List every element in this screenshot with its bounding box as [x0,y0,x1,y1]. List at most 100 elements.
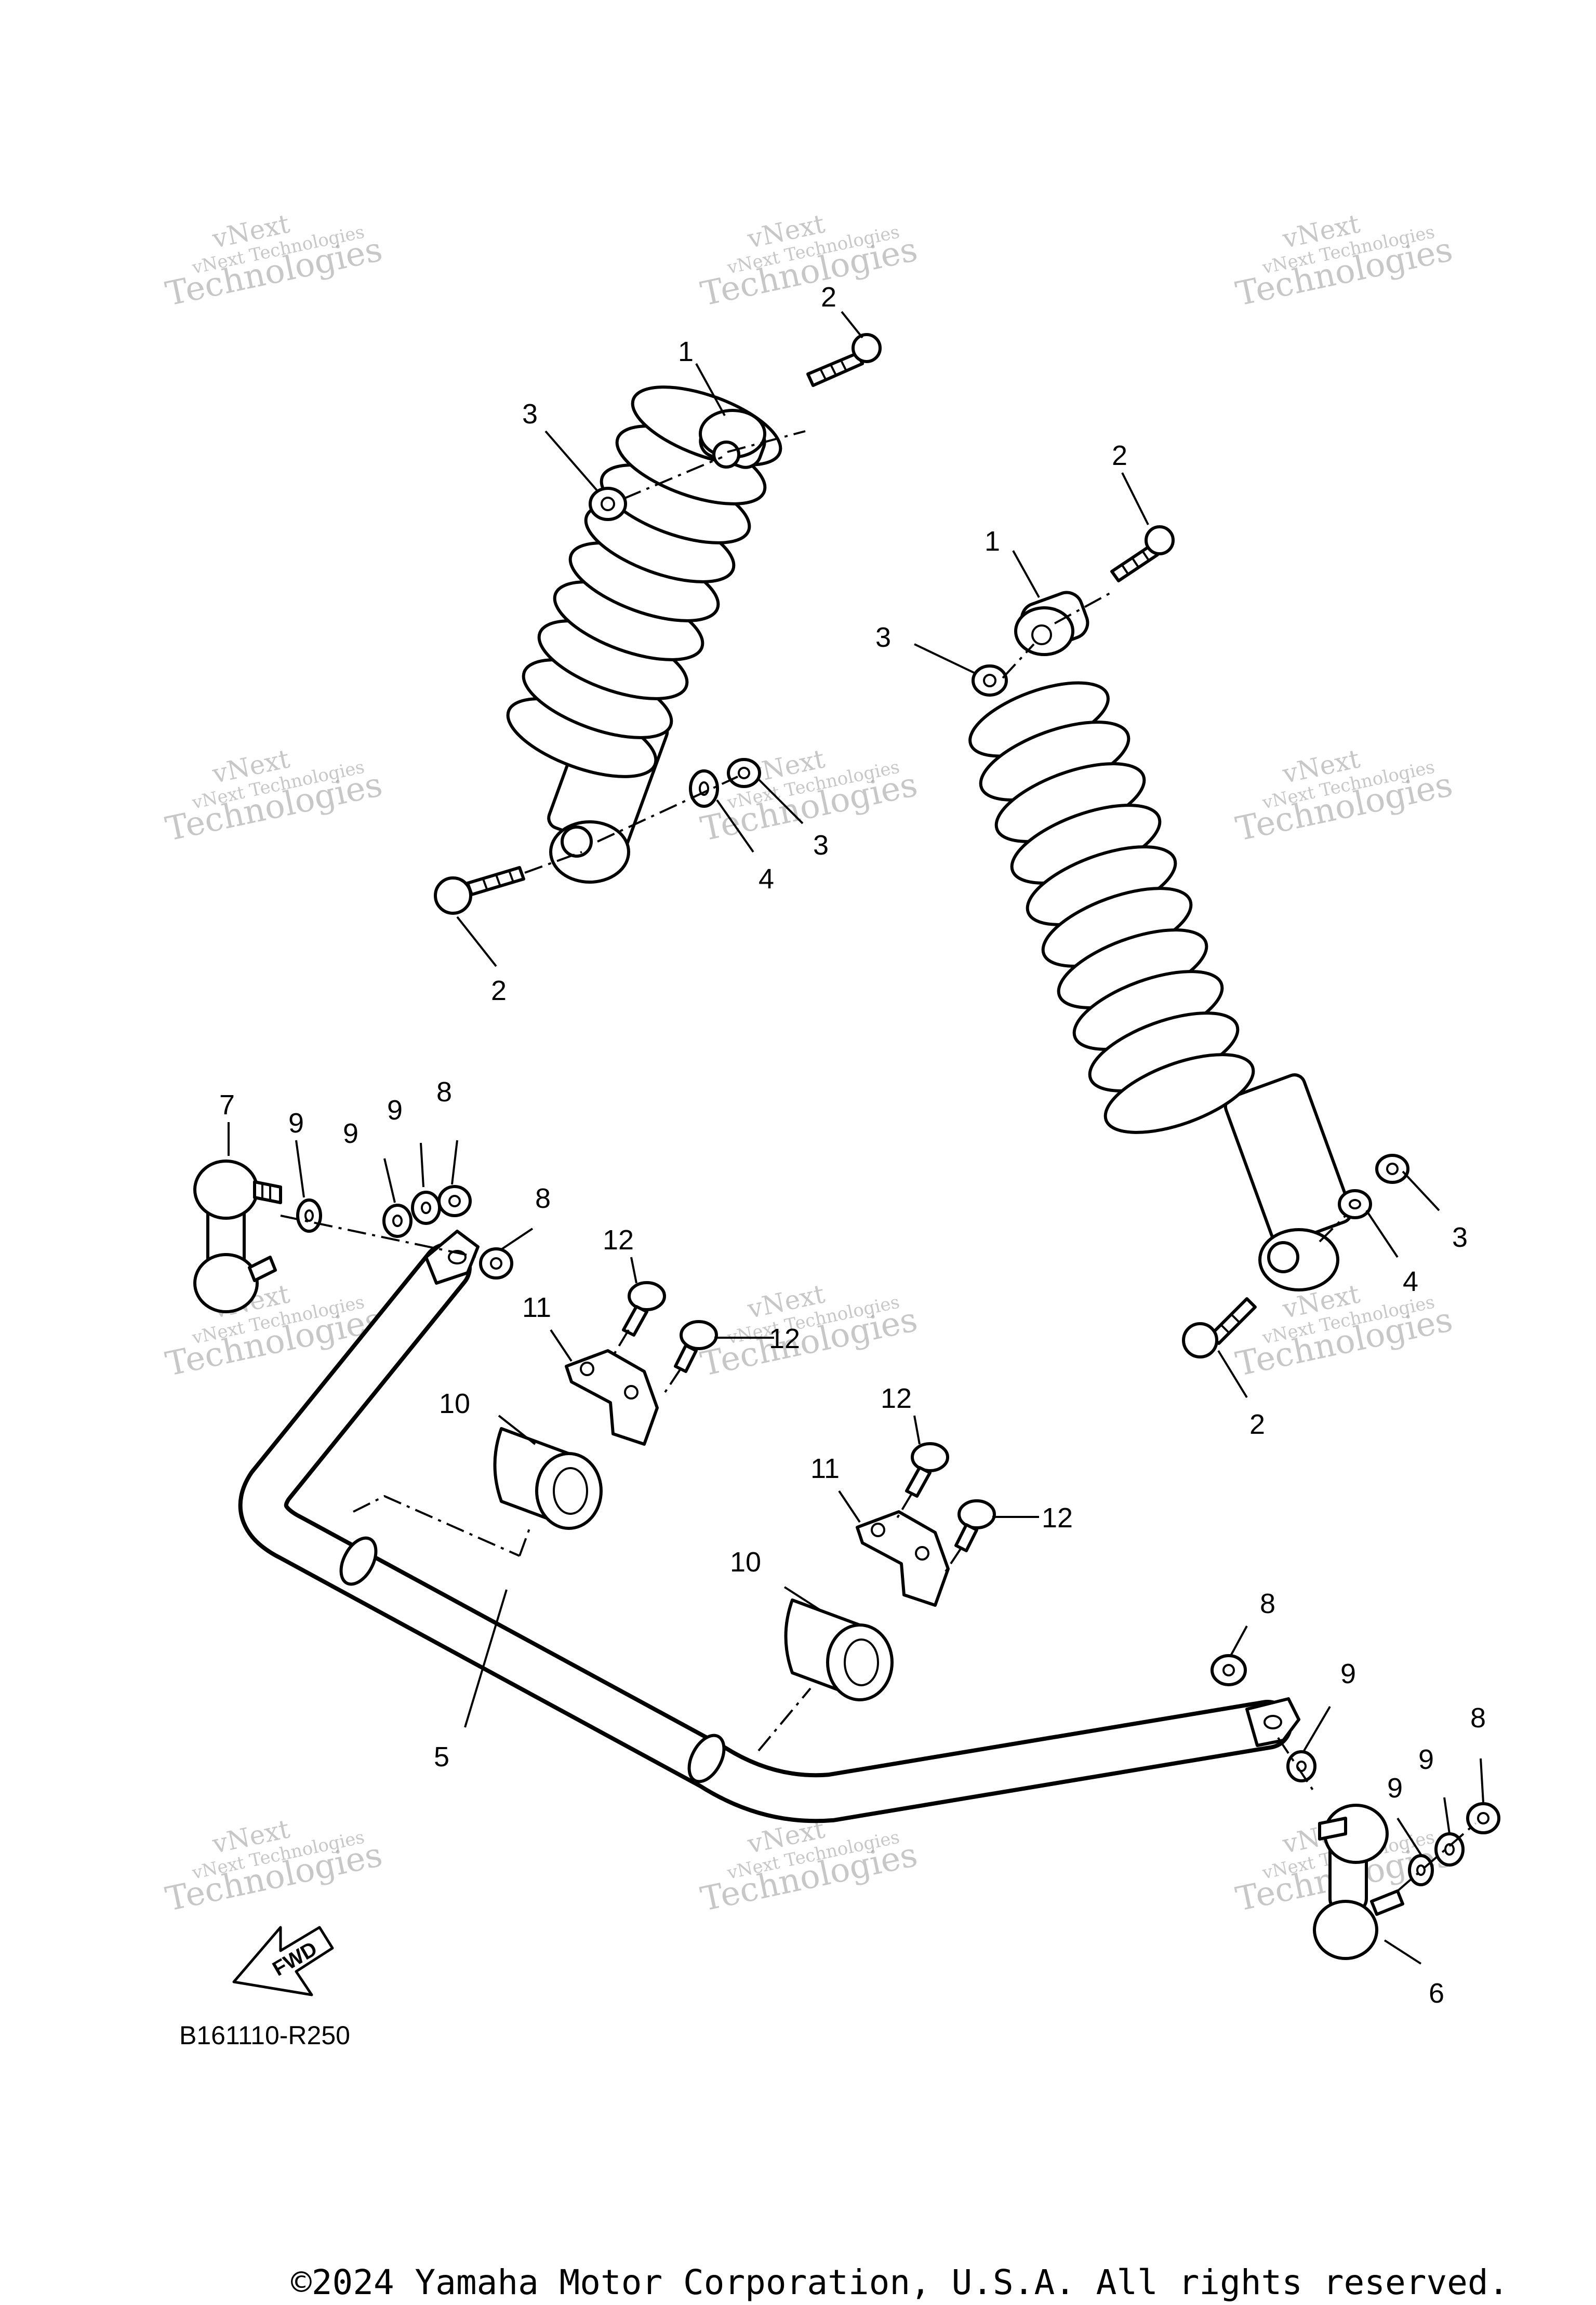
callout-2: 2 [821,282,836,313]
callout-1: 1 [985,526,1000,557]
axis-line [1002,643,1035,679]
callout-12: 12 [881,1383,912,1414]
shock-spring-left [506,385,782,778]
callout-10: 10 [439,1388,470,1419]
washer-9-left-1 [296,1198,322,1233]
watermark: vNext vNext Technologies Technologies [162,743,385,849]
watermark: vNext vNext Technologies Technologies [162,1814,385,1919]
axis-line [1054,591,1112,624]
callout-4: 4 [759,863,774,895]
callout-6: 6 [1429,1978,1444,2009]
axis-line [1396,1822,1477,1892]
nut-top-right [972,664,1008,697]
bolt-bracket-2 [674,1320,718,1373]
callout-3: 3 [875,622,891,653]
shock-absorber-right [968,591,1353,1291]
shock-top-eye-left [699,409,766,469]
axis-line [757,1687,812,1752]
shock-spring-right [968,681,1255,1134]
fwd-arrow-icon: FWD [232,1926,334,1996]
callout-4: 4 [1403,1266,1418,1297]
callout-8: 8 [1260,1588,1275,1619]
axis-line [664,1368,682,1393]
washer-9-left-3 [411,1191,441,1225]
callout-11: 11 [522,1292,551,1323]
callout-11: 11 [810,1453,840,1484]
diagram-code: B161110-R250 [179,2021,350,2050]
callout-9: 9 [1418,1744,1434,1775]
nut-bottom-left [727,758,761,788]
nut-8-left-1 [437,1185,472,1217]
axis-line [597,776,738,843]
callout-3: 3 [522,398,538,430]
shock-absorber-left [506,385,782,884]
watermark: vNext vNext Technologies Technologies [697,743,921,849]
axis-line [1277,1737,1315,1793]
watermark: vNext vNext Technologies Technologies [1232,208,1456,314]
washer-9-right-3 [1434,1832,1465,1867]
bolt-bracket-4 [954,1499,996,1552]
axis-line [524,851,582,874]
washer-9-right-2 [1408,1854,1434,1886]
leader-lines [228,311,1484,1965]
callout-9: 9 [288,1108,304,1139]
watermark: vNext vNext Technologies Technologies [697,1278,921,1384]
callout-2: 2 [491,975,507,1006]
bushing-left [493,1427,603,1530]
axis-line [518,1527,531,1556]
callout-5: 5 [434,1741,449,1773]
callout-2: 2 [1249,1409,1265,1440]
stabilizer-bar [238,1230,1300,1823]
shock-bottom-eye-left [549,820,630,884]
washer-9-left-2 [382,1204,413,1238]
nut-8-right-2 [1466,1802,1500,1834]
callout-3: 3 [1452,1222,1468,1253]
axis-line [623,456,723,500]
shock-top-eye-right [1014,591,1089,656]
bracket-left [565,1349,659,1446]
axis-line [895,1493,913,1521]
callout-3: 3 [813,830,829,861]
copyright-notice: ©2024 Yamaha Motor Corporation, U.S.A. A… [291,2262,1509,2302]
watermark: vNext vNext Technologies Technologies [1232,1278,1456,1384]
callout-7: 7 [219,1089,235,1121]
bolt-top-right [1110,525,1175,582]
callout-1: 1 [678,336,694,367]
washer-bottom-right [1338,1189,1372,1219]
callout-9: 9 [1340,1658,1356,1689]
bracket-right [856,1510,950,1607]
stabilizer-link-right [1313,1804,1404,1960]
axis-line [1319,1215,1347,1243]
callout-9: 9 [387,1095,403,1126]
nut-top-left [589,487,627,521]
shock-bottom-eye-right [1258,1228,1339,1291]
axis-line [727,430,806,453]
watermark: vNext vNext Technologies Technologies [1232,743,1456,849]
bolt-bracket-3 [905,1442,949,1498]
washer-bottom-left [689,769,719,808]
axis-line [353,1495,520,1557]
callout-9: 9 [1387,1773,1403,1804]
callout-12: 12 [769,1323,800,1354]
watermark: vNext vNext Technologies Technologies [162,208,385,314]
bushing-right [784,1598,894,1701]
axis-line [612,1329,630,1357]
axis-line [945,1547,962,1573]
nut-8-right-1 [1211,1654,1247,1686]
callout-12: 12 [603,1224,634,1256]
washer-9-right-1 [1286,1750,1316,1782]
callout-2: 2 [1112,440,1127,471]
callout-labels: 1 2 3 3 4 2 1 2 3 3 4 2 5 6 7 8 8 8 8 9 … [219,282,1486,2009]
nut-8-left-2 [479,1247,513,1280]
bolt-top-left [806,333,882,387]
bolt-bracket-1 [622,1281,666,1337]
stabilizer-link-left [193,1160,282,1313]
callout-9: 9 [343,1118,358,1149]
nut-bottom-right [1375,1154,1409,1184]
callout-10: 10 [730,1547,761,1578]
bolt-bottom-left [434,866,525,915]
callout-8: 8 [436,1076,452,1108]
bolt-bottom-right [1182,1297,1257,1358]
callout-8: 8 [535,1183,551,1214]
